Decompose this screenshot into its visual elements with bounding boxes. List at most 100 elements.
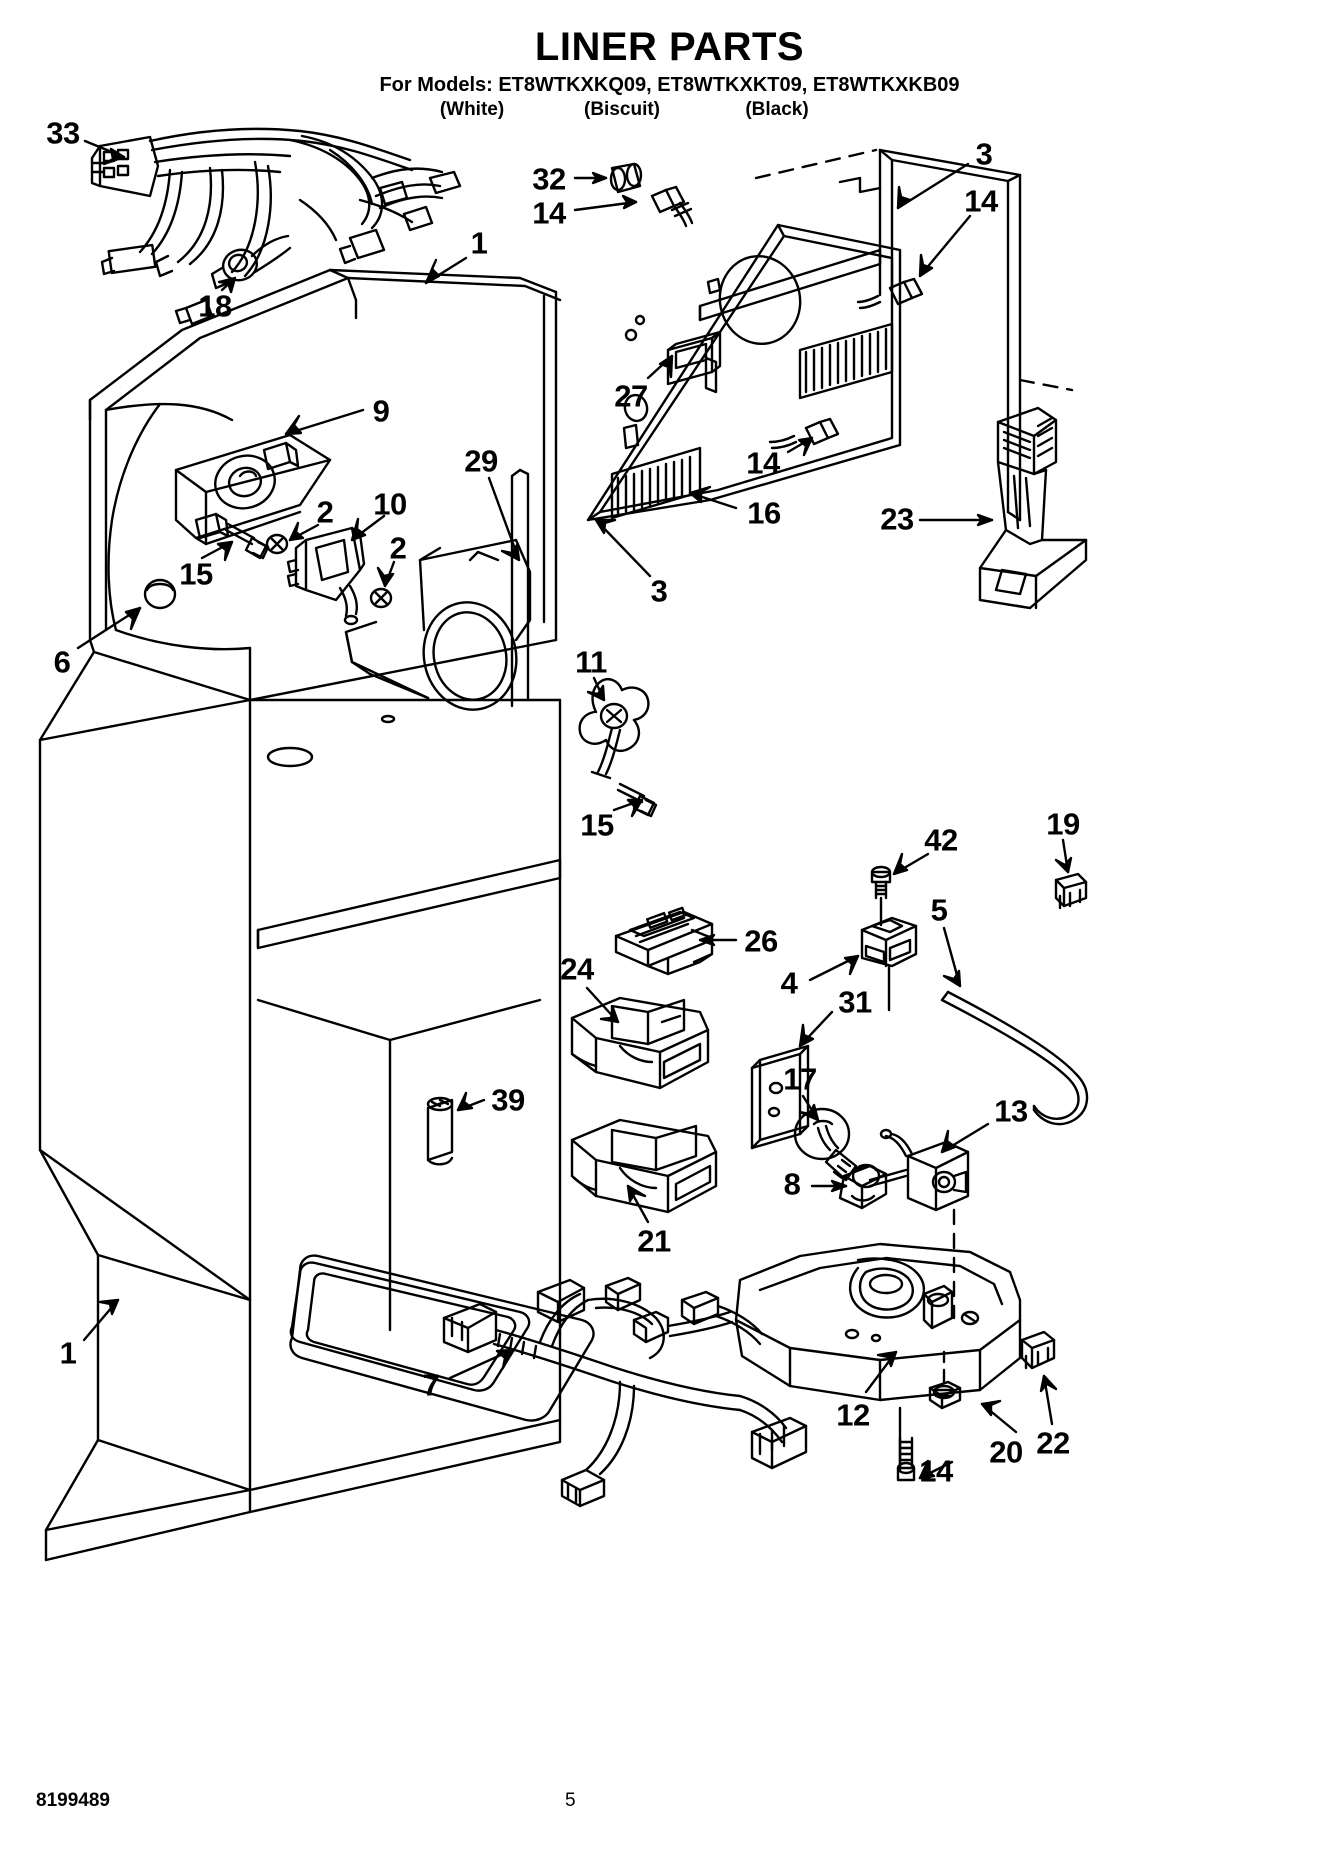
fan-shroud-ring [344,538,532,711]
callout-number-15-b: 15 [580,807,614,843]
part-12-drain-pan [734,1242,1022,1402]
leader-10 [350,514,386,542]
leader-29 [487,476,521,562]
part-1-cabinet-liner [38,268,595,1562]
leader-15-a [200,540,234,562]
leader-3-bot [594,518,652,578]
leader-20 [980,1399,1018,1434]
leader-31 [798,1010,834,1048]
part-31-cover-plate [750,1044,810,1150]
leader-17 [798,1094,820,1122]
callout-number-3-top: 3 [975,136,993,172]
callout-number-27: 27 [614,378,648,414]
page-header: LINER PARTS For Models: ET8WTKXKQ09, ET8… [0,0,1339,125]
part-32-bushing [609,162,643,194]
callout-number-8: 8 [783,1166,801,1202]
part-24-air-duct-upper [570,996,710,1090]
footer-part-number: 8199489 [36,1790,110,1811]
part-39-cap [426,1096,454,1166]
leader-14-c [786,436,814,457]
color-labels-row: (White) (Biscuit) (Black) [0,99,1339,125]
leader-8 [810,1179,848,1193]
leader-5 [942,926,962,988]
callout-number-18: 18 [198,288,232,324]
leader-22 [1039,1374,1058,1426]
footer-page-number: 5 [565,1790,576,1811]
leader-7 [448,1348,514,1380]
leader-15-b [612,798,644,818]
leader-27 [646,354,674,380]
leader-11 [586,676,606,702]
part-21-air-duct-lower [570,1118,718,1214]
leader-12 [864,1350,898,1394]
leader-23 [918,513,994,527]
leader-26 [698,933,738,947]
callout-number-1-bot: 1 [59,1335,77,1371]
color-label-black: (Black) [745,99,809,120]
leader-24 [585,986,620,1024]
leader-1-bottom [82,1298,120,1342]
part-20-nut [928,1350,962,1410]
leader-18 [217,276,237,294]
part-17-light-bulb [793,1107,858,1182]
callout-number-13: 13 [994,1093,1028,1129]
color-label-white: (White) [439,99,505,120]
part-4-grommet [860,916,918,1012]
callout-number-32: 32 [532,161,566,197]
callout-number-24: 24 [560,951,594,987]
callout-number-11: 11 [575,644,607,680]
leader-39 [456,1091,486,1112]
leader-16 [688,485,738,510]
part-23-control-housing [978,406,1088,610]
callout-number-20: 20 [989,1434,1023,1470]
callout-number-17: 17 [783,1061,817,1097]
leader-9 [284,408,365,436]
part-14-screw-a [650,185,694,228]
leader-13 [940,1122,990,1154]
part-7-wire-harness [442,1276,808,1508]
callout-number-33: 33 [46,115,80,151]
part-13-fan-motor [868,1128,970,1320]
callout-number-10: 10 [373,486,407,522]
part-3-rear-panel-inner [586,223,902,522]
part-9-damper-housing [174,433,332,546]
leader-21 [626,1184,650,1224]
callout-number-15-a: 15 [179,556,213,592]
part-3-rear-panel-outer [698,148,1074,522]
callout-number-26: 26 [744,923,778,959]
part-2-screw-b [369,587,393,609]
color-label-biscuit: (Biscuit) [584,99,660,120]
leader-6 [76,606,142,650]
callout-number-5: 5 [930,892,948,928]
part-22-clip [1020,1330,1056,1370]
leader-1-top [424,256,468,285]
callout-number-14-b: 14 [964,183,998,219]
part-6-plug [143,578,177,610]
part-5-drain-tube [940,990,1089,1126]
part-2-screw-a [265,533,289,555]
part-42-screw [870,865,892,927]
callout-number-14-d: 14 [919,1453,953,1489]
callout-number-42: 42 [924,822,958,858]
leader-4 [808,954,860,982]
models-line: For Models: ET8WTKXKQ09, ET8WTKXKT09, ET… [379,74,960,96]
leader-19 [1054,838,1073,874]
part-14-screw-d [896,1406,916,1482]
callout-number-7: 7 [422,1367,440,1403]
callout-number-2-b: 2 [389,530,407,566]
callout-number-16: 16 [747,495,781,531]
callout-number-2-a: 2 [316,494,334,530]
callout-number-31: 31 [838,984,872,1020]
callout-number-3-bot: 3 [650,573,668,609]
callout-number-29: 29 [464,443,498,479]
part-33-wire-harness [90,127,462,326]
leader-3-top [896,162,970,210]
callout-number-12: 12 [836,1397,870,1433]
leader-2-b [376,560,396,588]
callout-number-6: 6 [53,644,71,680]
leader-14-d [918,1459,954,1480]
part-26-control-board [614,906,714,976]
page-title: LINER PARTS [534,25,805,69]
leader-14-b [918,214,972,278]
